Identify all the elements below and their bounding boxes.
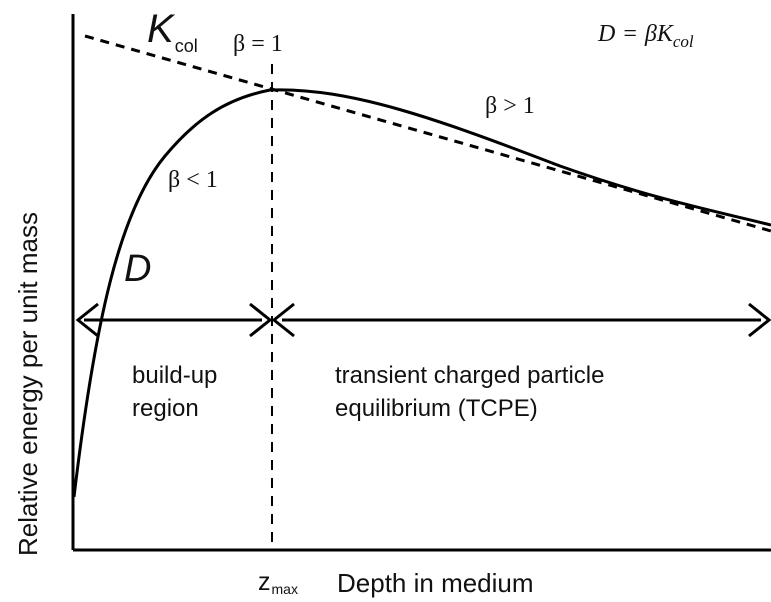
tcpe-label-line-1: transient charged particle	[335, 362, 604, 389]
equation-beta: β	[644, 21, 657, 47]
equation-equals: =	[623, 21, 637, 47]
tcpe-arrow-left-head	[271, 302, 295, 338]
kcol-dashed-line	[84, 34, 771, 233]
kcol-label: Kcol	[147, 7, 198, 56]
beta-less-label: β < 1	[168, 167, 218, 193]
tcpe-label-line-2: equilibrium (TCPE)	[335, 395, 538, 422]
x-axis-label: Depth in medium	[337, 568, 534, 598]
build-up-label-line-2: region	[132, 395, 199, 422]
equation-lhs: D	[597, 21, 615, 47]
beta-greater-label: β > 1	[485, 93, 535, 119]
kcol-main-label: K	[147, 7, 176, 51]
zmax-label: zmax	[258, 568, 298, 597]
dose-curve	[72, 88, 771, 498]
equation-subscript: col	[673, 32, 694, 51]
zmax-subscript-label: max	[272, 581, 298, 597]
build-up-label-line-1: build-up	[132, 362, 217, 389]
zmax-main-label: z	[258, 568, 271, 596]
tcpe-arrow-right-head	[748, 302, 771, 338]
kcol-subscript-label: col	[175, 36, 198, 56]
beta-equal-label: β = 1	[233, 31, 283, 57]
build-up-arrow-left-head	[75, 302, 99, 338]
equation: D = βKcol	[597, 21, 694, 51]
y-axis-label: Relative energy per unit mass	[13, 212, 43, 556]
dose-label: D	[124, 248, 151, 290]
equation-k: K	[656, 21, 675, 47]
build-up-arrow-right-head	[249, 302, 273, 338]
